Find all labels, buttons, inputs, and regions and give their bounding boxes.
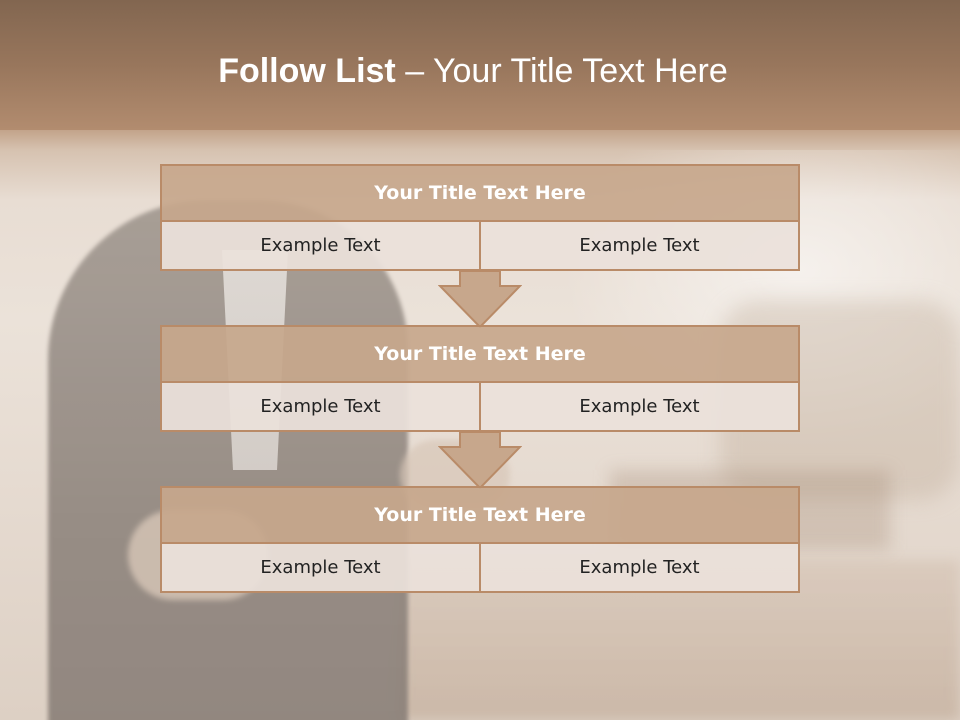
block-title: Your Title Text Here bbox=[160, 164, 800, 222]
block-title: Your Title Text Here bbox=[160, 325, 800, 383]
down-arrow-icon bbox=[438, 431, 522, 489]
block-title: Your Title Text Here bbox=[160, 486, 800, 544]
block-cell-right: Example Text bbox=[481, 222, 800, 271]
header-band bbox=[0, 0, 960, 130]
block-row: Example Text Example Text bbox=[160, 544, 800, 593]
block-cell-left: Example Text bbox=[160, 383, 481, 432]
block-cell-right: Example Text bbox=[481, 544, 800, 593]
slide-title-bold: Follow List bbox=[218, 52, 396, 90]
slide-title-rest: – Your Title Text Here bbox=[405, 52, 728, 90]
list-block: Your Title Text Here Example Text Exampl… bbox=[160, 486, 800, 593]
block-row: Example Text Example Text bbox=[160, 383, 800, 432]
block-cell-left: Example Text bbox=[160, 544, 481, 593]
block-row: Example Text Example Text bbox=[160, 222, 800, 271]
down-arrow-icon bbox=[438, 270, 522, 328]
block-cell-left: Example Text bbox=[160, 222, 481, 271]
list-block: Your Title Text Here Example Text Exampl… bbox=[160, 164, 800, 271]
block-cell-right: Example Text bbox=[481, 383, 800, 432]
list-block: Your Title Text Here Example Text Exampl… bbox=[160, 325, 800, 432]
slide-title: Follow List – Your Title Text Here bbox=[0, 52, 946, 91]
